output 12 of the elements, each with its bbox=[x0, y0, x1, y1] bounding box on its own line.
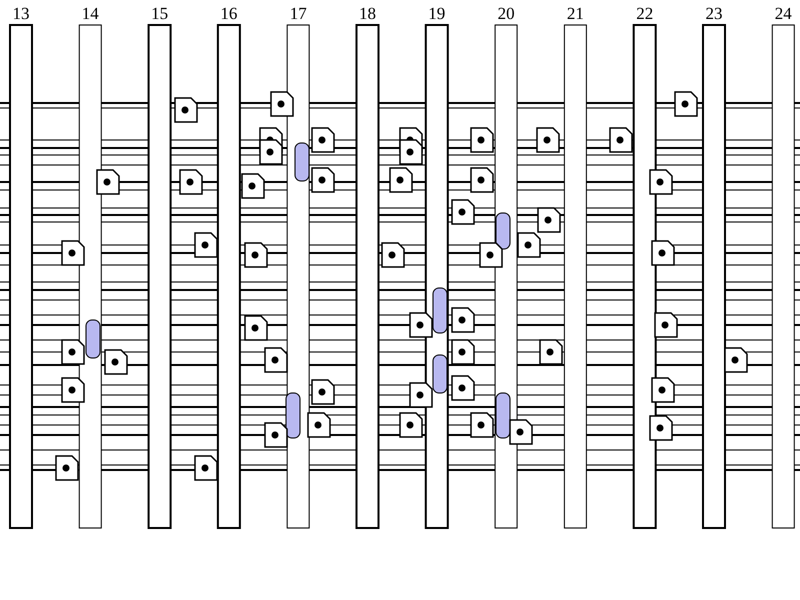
column-number: 21 bbox=[566, 4, 585, 24]
column-number: 16 bbox=[219, 4, 238, 24]
column-number: 17 bbox=[288, 4, 308, 24]
column-number: 19 bbox=[427, 4, 446, 24]
column-number: 14 bbox=[80, 4, 100, 24]
column-number: 18 bbox=[358, 4, 377, 24]
column-number: 15 bbox=[150, 4, 170, 24]
column-number: 23 bbox=[704, 4, 724, 24]
column-number: 20 bbox=[496, 4, 516, 24]
column-number: 22 bbox=[635, 4, 654, 24]
column-number: 24 bbox=[774, 4, 793, 24]
column-number: 13 bbox=[12, 4, 30, 24]
